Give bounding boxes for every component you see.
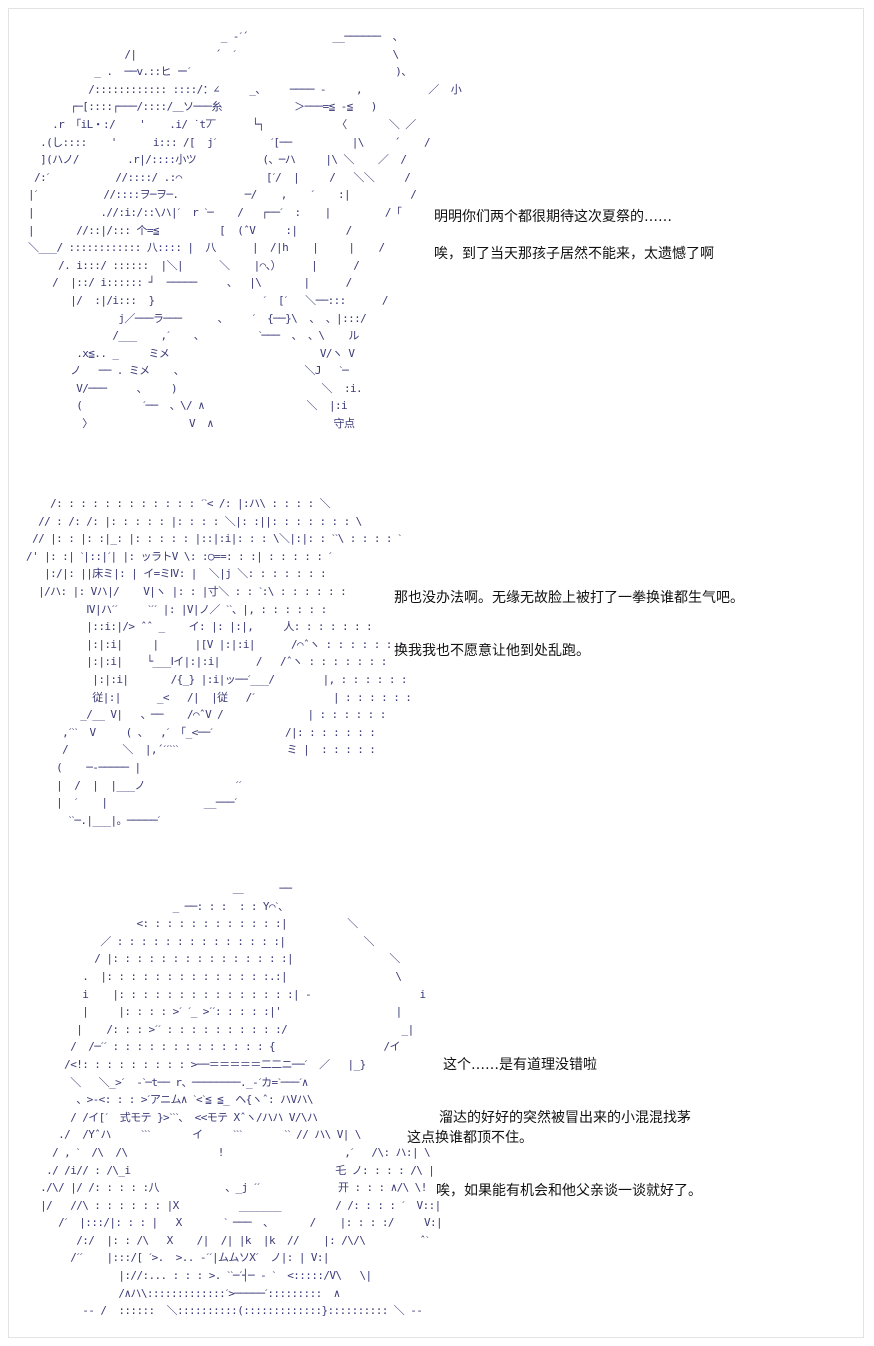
dialogue-line-3-2: 溜达的好好的突然被冒出来的小混混找茅 xyxy=(439,1110,691,1126)
page-frame xyxy=(8,8,864,1338)
ascii-art-figure-2: /: : : : : : : : : : : : ˊˋ< /: |:ハ\ : :… xyxy=(26,497,412,827)
panel-2: /: : : : : : : : : : : : ˊˋ< /: |:ハ\ : :… xyxy=(26,497,744,827)
dialogue-line-3-4: 唉，如果能有机会和他父亲谈一谈就好了。 xyxy=(436,1183,702,1199)
dialogue-line-3-3: 这点换谁都顶不住。 xyxy=(407,1130,533,1146)
panel-1: _ -ˊ´ __────── 、 /| ´ ˊ \ _ . ──v.::ヒ ーˊ… xyxy=(0,0,874,460)
ascii-art-figure-1: _ -ˊ´ __────── 、 /| ´ ˊ \ _ . ──v.::ヒ ーˊ… xyxy=(28,30,462,431)
dialogue-line-2-2: 换我我也不愿意让他到处乱跑。 xyxy=(394,643,590,659)
dialogue-line-1-2: 唉，到了当天那孩子居然不能来，太遗憾了啊 xyxy=(434,246,714,262)
dialogue-line-3-1: 这个……是有道理没错啦 xyxy=(443,1057,597,1073)
dialogue-line-1-1: 明明你们两个都很期待这次夏祭的…… xyxy=(434,209,672,225)
dialogue-line-2-1: 那也没办法啊。无缘无故脸上被打了一拳换谁都生气吧。 xyxy=(394,590,744,606)
ascii-art-figure-3: ＿ ── _ ──: : : : : Y⌒ˋ、 <: : : : : : : :… xyxy=(40,882,443,1318)
